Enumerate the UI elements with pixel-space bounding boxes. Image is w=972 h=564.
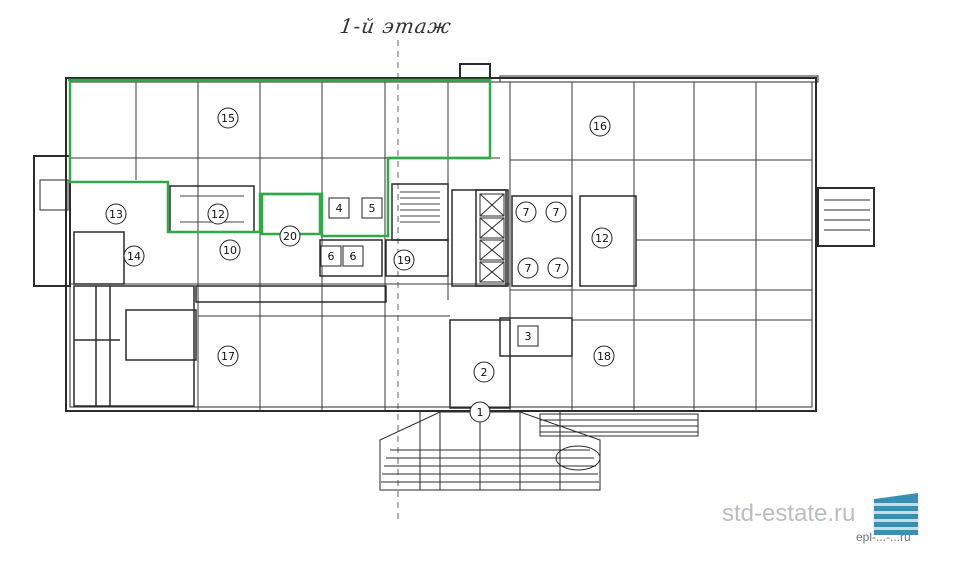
room-number: 14 [127, 250, 141, 263]
room-number: 19 [397, 254, 411, 267]
room-number: 18 [597, 350, 611, 363]
room-label-r12a: 12 [207, 203, 229, 225]
room-number: 4 [336, 202, 343, 215]
room-label-r16: 16 [589, 115, 611, 137]
partitions [73, 183, 637, 409]
room-label-r17: 17 [217, 345, 239, 367]
highlighted-zone [68, 78, 492, 238]
room-number: 12 [595, 232, 609, 245]
room-label-r7a: 7 [515, 201, 537, 223]
room-label-r6a: 6 [320, 245, 342, 267]
room-number: 16 [593, 120, 607, 133]
room-label-r10: 10 [219, 239, 241, 261]
room-number: 17 [221, 350, 235, 363]
room-number: 6 [328, 250, 335, 263]
room-number: 6 [350, 250, 357, 263]
room-number: 10 [223, 244, 237, 257]
room-number: 1 [477, 406, 484, 419]
room-label-r20: 20 [279, 225, 301, 247]
room-number: 12 [211, 208, 225, 221]
building-logo-icon [874, 493, 918, 535]
room-number: 3 [525, 330, 532, 343]
room-label-r18: 18 [593, 345, 615, 367]
elevator-shafts [479, 193, 505, 283]
room-number: 15 [221, 112, 235, 125]
structural-grid [70, 82, 812, 410]
room-number: 2 [481, 366, 488, 379]
room-label-r7c: 7 [517, 257, 539, 279]
room-number: 7 [555, 262, 562, 275]
room-number: 7 [525, 262, 532, 275]
core-stairs [180, 191, 440, 223]
room-label-r15: 15 [217, 107, 239, 129]
watermark-text: std-estate.ru [722, 500, 856, 527]
room-label-r1: 1 [469, 401, 491, 423]
outer-walls [33, 63, 875, 412]
room-label-r12b: 12 [591, 227, 613, 249]
room-number: 7 [553, 206, 560, 219]
room-label-r6b: 6 [342, 245, 364, 267]
room-label-r13: 13 [105, 203, 127, 225]
room-label-r19: 19 [393, 249, 415, 271]
room-number: 13 [109, 208, 123, 221]
entrance-steps [379, 411, 699, 491]
room-label-r7b: 7 [545, 201, 567, 223]
room-label-r14: 14 [123, 245, 145, 267]
room-label-r2: 2 [473, 361, 495, 383]
room-label-r3: 3 [517, 325, 539, 347]
room-number: 7 [523, 206, 530, 219]
room-number: 20 [283, 230, 297, 243]
room-label-r5: 5 [361, 197, 383, 219]
room-label-r4: 4 [328, 197, 350, 219]
room-label-r7d: 7 [547, 257, 569, 279]
room-number: 5 [369, 202, 376, 215]
